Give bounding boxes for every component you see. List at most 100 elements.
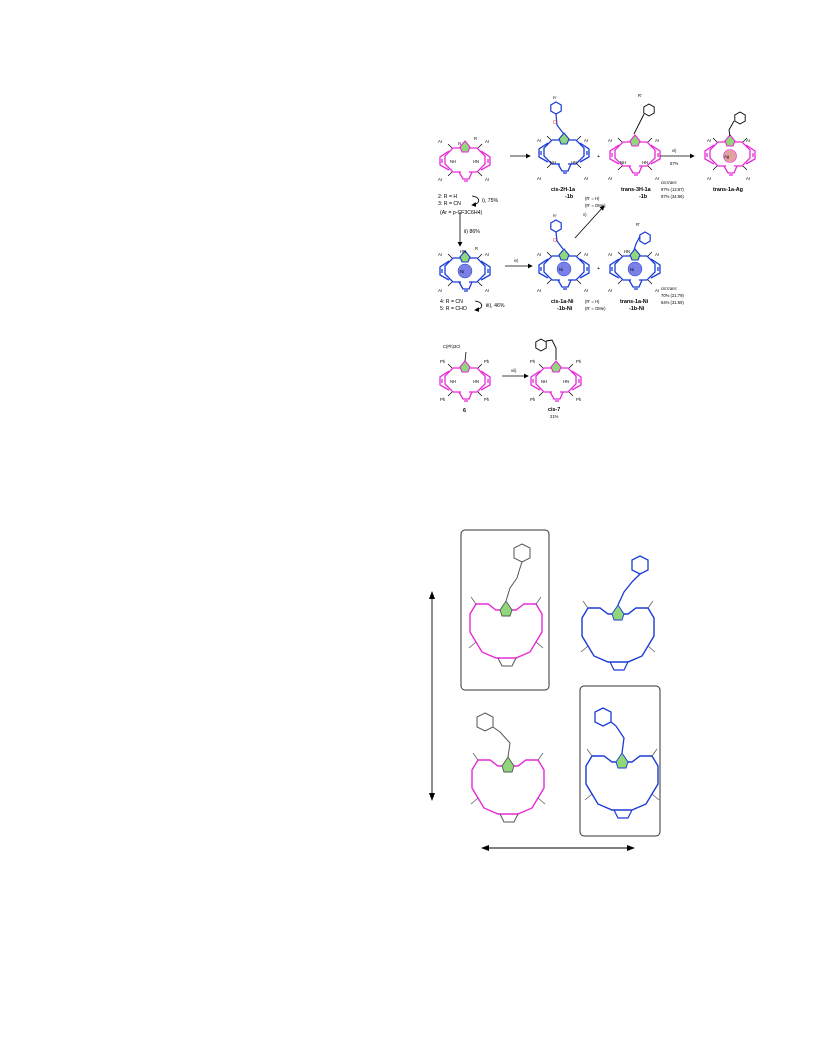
svg-text:Ar: Ar xyxy=(537,288,542,293)
label-trans-1a-Ni: trans-1a-Ni xyxy=(620,299,649,305)
plus-sign-bottom: + xyxy=(597,266,600,272)
svg-text:Ar: Ar xyxy=(655,176,660,181)
svg-text:O: O xyxy=(553,120,557,126)
svg-text:HN: HN xyxy=(571,160,577,165)
svg-text:Ph: Ph xyxy=(484,359,490,364)
label-cis-1a-Ni: cis-1a-Ni xyxy=(551,299,574,305)
svg-text:R': R' xyxy=(636,222,640,227)
svg-text:NH: NH xyxy=(541,379,547,384)
trans-3H-1a-structure: R' NH HN Ar Ar Ar Ar xyxy=(608,93,661,181)
step-vii-label: vii) xyxy=(511,368,517,373)
cis-2H-1a-structure: R' O NH HN Ar Ar Ar Ar xyxy=(537,95,590,181)
svg-text:Ar: Ar xyxy=(584,138,589,143)
svg-text:Ar: Ar xyxy=(655,138,660,143)
svg-text:Ar: Ar xyxy=(707,176,712,181)
plus-sign-top: + xyxy=(597,154,600,160)
svg-text:NH: NH xyxy=(450,379,456,384)
r-condition-bottom-b: (R' = OMe) xyxy=(585,306,606,311)
svg-text:Ph: Ph xyxy=(440,397,446,402)
trans-1a-Ni-structure: Ni R' HN Ar Ar Ar Ar xyxy=(608,222,661,293)
step-vi-yield: 57% xyxy=(670,161,679,166)
cis-7-yield: 21% xyxy=(550,414,559,419)
cis-1a-Ni-structure: Ni R' O Ar Ar Ar Ar xyxy=(537,213,590,293)
label-trans-1b-Ni: -1b-Ni xyxy=(629,306,645,312)
svg-text:Ar: Ar xyxy=(537,138,542,143)
compound-6-structure: C(Ph)3Cl NH HN Ph Ph Ph Ph xyxy=(439,344,491,402)
svg-text:Ph: Ph xyxy=(530,359,536,364)
boxed-conformer-top-left xyxy=(460,529,550,691)
label-trans-3H-1b: -1b xyxy=(639,194,648,200)
step-ii-label: ii) 86% xyxy=(464,229,480,235)
step-iii-label: iii), 46% xyxy=(486,303,505,309)
svg-text:C(Ph)3Cl: C(Ph)3Cl xyxy=(443,344,460,349)
aryl-definition: (Ar = p-CF3C6H4) xyxy=(440,210,483,216)
yields-bottom-1b: 64% (31:69) xyxy=(661,300,684,305)
cis-7-structure: NH HN Ph Ph Ph Ph xyxy=(530,338,582,402)
svg-text:HN: HN xyxy=(460,249,466,254)
svg-text:Ar: Ar xyxy=(438,139,443,144)
svg-text:Ph: Ph xyxy=(440,359,446,364)
compound-4-5-structure: Ni HN R Ar Ar Ar Ar xyxy=(438,246,491,293)
svg-text:HN: HN xyxy=(563,379,569,384)
conformer-top-right xyxy=(580,555,656,671)
label-cis-1b-Ni: -1b-Ni xyxy=(557,306,573,312)
svg-text:HN: HN xyxy=(473,159,479,164)
label-cis-2H-1a: cis-2H-1a xyxy=(551,187,576,193)
label-compound-5: 5: R = CHO xyxy=(440,306,467,312)
svg-text:Ar: Ar xyxy=(608,252,613,257)
svg-text:Ph: Ph xyxy=(576,359,582,364)
arrow-step-v xyxy=(574,205,605,239)
svg-text:Ar: Ar xyxy=(537,176,542,181)
conformer-bottom-left xyxy=(470,712,546,823)
svg-text:N: N xyxy=(458,141,461,146)
yields-top-1b: 97% (34:66) xyxy=(661,194,684,199)
step-iv-label: iv) xyxy=(514,258,519,263)
svg-text:HN: HN xyxy=(473,379,479,384)
svg-text:Ar: Ar xyxy=(485,288,490,293)
yields-top-header: cis:trans xyxy=(661,180,677,185)
svg-text:R': R' xyxy=(553,95,557,100)
svg-text:Ni: Ni xyxy=(559,267,563,272)
boxed-conformer-bottom-right xyxy=(579,685,661,837)
svg-text:NH: NH xyxy=(450,159,456,164)
svg-text:Ar: Ar xyxy=(608,288,613,293)
svg-text:R': R' xyxy=(553,213,557,218)
label-compound-3: 3: R = CN xyxy=(438,201,461,207)
svg-text:HN: HN xyxy=(642,160,648,165)
yields-bottom-header: cis:trans xyxy=(661,286,677,291)
conformation-diagram xyxy=(429,529,661,851)
svg-text:Ar: Ar xyxy=(485,139,490,144)
conformer-top-left xyxy=(468,543,544,667)
label-cis-2H-1b: -1b xyxy=(565,194,574,200)
svg-text:NH: NH xyxy=(550,160,556,165)
svg-text:Ar: Ar xyxy=(438,288,443,293)
svg-text:Ni: Ni xyxy=(630,267,634,272)
r-condition-top-a: (R' = H) xyxy=(585,196,600,201)
svg-text:Ph: Ph xyxy=(484,397,490,402)
svg-text:Ar: Ar xyxy=(655,252,660,257)
svg-text:Ar: Ar xyxy=(485,177,490,182)
label-trans-1a-Ag: trans-1a-Ag xyxy=(713,187,743,193)
svg-text:R: R xyxy=(474,136,477,141)
compound-2-3-structure: N R NH HN Ar Ar Ar Ar xyxy=(438,136,491,182)
svg-text:Ar: Ar xyxy=(746,176,751,181)
svg-text:Ar: Ar xyxy=(655,288,660,293)
r-condition-bottom-a: (R' = H) xyxy=(585,299,600,304)
svg-text:Ar: Ar xyxy=(746,138,751,143)
svg-text:Ar: Ar xyxy=(485,252,490,257)
yields-top-1a: 97% (13:87) xyxy=(661,187,684,192)
label-compound-6: 6 xyxy=(463,408,466,414)
svg-text:Ar: Ar xyxy=(584,176,589,181)
svg-text:Ar: Ar xyxy=(584,288,589,293)
step-i-label: i), 75% xyxy=(482,198,499,204)
label-trans-3H-1a: trans-3H-1a xyxy=(621,187,652,193)
svg-text:Ar: Ar xyxy=(608,176,613,181)
svg-text:Ar: Ar xyxy=(438,177,443,182)
svg-text:Ph: Ph xyxy=(576,397,582,402)
svg-text:Ar: Ar xyxy=(537,252,542,257)
yields-bottom-1a: 70% (21:79) xyxy=(661,293,684,298)
trans-1a-Ag-structure: Ag Ar Ar Ar Ar xyxy=(704,111,756,181)
svg-text:O: O xyxy=(553,238,557,244)
svg-text:Ar: Ar xyxy=(608,138,613,143)
